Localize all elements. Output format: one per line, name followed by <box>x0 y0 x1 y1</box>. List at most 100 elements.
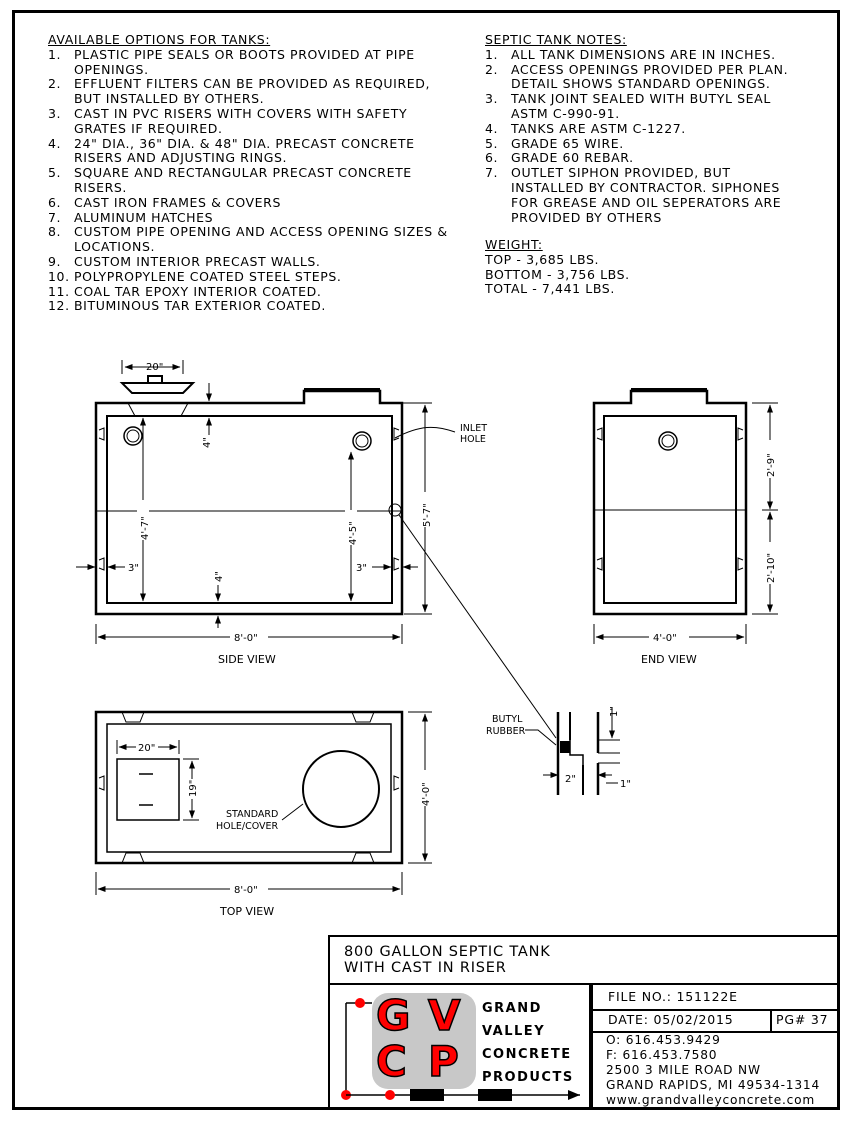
side-cover-handle <box>147 375 163 384</box>
side-tank-outline <box>94 389 404 616</box>
joint-butyl-rubber-block <box>560 741 570 753</box>
note-number: 4. <box>485 120 499 136</box>
note-number: 2. <box>48 76 62 92</box>
top-view-label: TOP VIEW <box>219 905 274 918</box>
note-text: TANKS ARE ASTM C-1227. <box>511 120 686 136</box>
note-text: POLYPROPYLENE COATED STEEL STEPS. <box>74 268 342 284</box>
weight-heading: WEIGHT: <box>485 237 543 252</box>
available-options-heading: AVAILABLE OPTIONS FOR TANKS: <box>48 32 271 47</box>
company-word-3: CONCRETE <box>482 1047 572 1062</box>
weight-top: TOP - 3,685 LBS. <box>485 251 600 267</box>
company-logo-block: G V C P GRAND VALLEY CONCRETE PRODUCTS <box>328 983 591 1110</box>
end-view: 2'-9" 2'-10" 4'-0" END VIEW <box>592 388 778 666</box>
note-text: 24" DIA., 36" DIA. & 48" DIA. PRECAST CO… <box>74 135 415 166</box>
side-wall-right-dim: 3" <box>356 563 367 574</box>
note-number: 5. <box>485 135 499 151</box>
note-number: 5. <box>48 165 62 181</box>
note-number: 8. <box>48 224 62 240</box>
note-item: 9.CUSTOM INTERIOR PRECAST WALLS. <box>48 253 448 270</box>
top-cover-label-line2: HOLE/COVER <box>216 821 279 832</box>
note-number: 6. <box>48 194 62 210</box>
note-text: GRADE 60 REBAR. <box>511 150 634 166</box>
joint-rubber-label: RUBBER <box>486 726 526 737</box>
top-cover-label-line1: STANDARD <box>226 809 278 820</box>
note-number: 1. <box>48 46 62 62</box>
available-options-notes: AVAILABLE OPTIONS FOR TANKS: 1. PLASTIC P… <box>48 32 448 314</box>
note-text: BITUMINOUS TAR EXTERIOR COATED. <box>74 298 326 314</box>
note-text: TANK JOINT SEALED WITH BUTYL SEAL ASTM C… <box>511 91 771 121</box>
side-top-thickness-dim: 4" <box>202 437 213 448</box>
note-number: 7. <box>485 165 499 181</box>
note-text: ALUMINUM HATCHES <box>74 209 214 225</box>
note-number: 10. <box>48 268 70 284</box>
side-inner-height-right-dim: 4'-5" <box>348 521 359 545</box>
note-text: ACCESS OPENINGS PROVIDED PER PLAN. DETAI… <box>511 61 789 92</box>
date-cell: DATE: 05/02/2015 <box>592 1009 772 1033</box>
end-width-dim: 4'-0" <box>653 633 677 644</box>
note-text: OUTLET SIPHON PROVIDED, BUT INSTALLED BY… <box>511 165 782 225</box>
office-phone: O: 616.453.9429 <box>606 1033 721 1047</box>
side-length-dim: 8'-0" <box>234 633 258 644</box>
note-item: 3. TANK JOINT SEALED WITH BUTYL SEAL ASTM… <box>485 91 805 122</box>
joint-top-dim: 1" <box>609 706 620 717</box>
top-tank-outline <box>94 710 404 865</box>
note-item: 5. GRADE 65 WIRE. <box>485 135 805 152</box>
end-pipe-hole <box>658 431 678 451</box>
joint-bottom-dim: 1" <box>620 779 631 790</box>
note-number: 12. <box>48 298 70 314</box>
file-number-cell: FILE NO.: 151122E <box>592 985 840 1011</box>
note-item: 1. PLASTIC PIPE SEALS OR BOOTS PROVIDED A… <box>48 46 448 78</box>
top-round-cover <box>302 750 380 828</box>
joint-detail: BUTYL RUBBER 2" 1" 1" <box>486 706 631 795</box>
company-word-4: PRODUCTS <box>482 1070 574 1085</box>
end-lower-height-dim: 2'-10" <box>766 553 777 583</box>
note-number: 4. <box>48 135 62 151</box>
logo-letter-c: C <box>375 1036 407 1087</box>
septic-notes-heading: SEPTIC TANK NOTES: <box>485 32 627 47</box>
note-number: 6. <box>485 150 499 166</box>
top-hatch-width-dim: 20" <box>138 743 155 754</box>
side-inlet-label-line2: HOLE <box>460 434 486 445</box>
end-tank-outline <box>592 389 748 616</box>
septic-tank-notes: SEPTIC TANK NOTES: 1.ALL TANK DIMENSIONS… <box>485 32 805 225</box>
top-square-hatch <box>116 758 180 821</box>
joint-butyl-label: BUTYL <box>492 714 523 725</box>
note-text: GRADE 65 WIRE. <box>511 135 624 151</box>
top-width-dim: 4'-0" <box>421 782 432 806</box>
weight-total: TOTAL - 7,441 LBS. <box>485 281 615 297</box>
side-bottom-thickness-dim: 4" <box>214 571 225 582</box>
top-view: 20" 19" STANDARD HOLE/COVER 4'-0" 8'-0" … <box>94 710 432 918</box>
note-item: 11.COAL TAR EPOXY INTERIOR COATED. <box>48 283 448 300</box>
logo-letter-p: P <box>427 1036 459 1087</box>
note-text: CUSTOM INTERIOR PRECAST WALLS. <box>74 253 321 269</box>
note-text: CAST IN PVC RISERS WITH COVERS WITH SAFE… <box>74 105 408 136</box>
note-text: CAST IRON FRAMES & COVERS <box>74 194 282 210</box>
note-item: 2.ACCESS OPENINGS PROVIDED PER PLAN. DET… <box>485 61 805 93</box>
top-length-dim: 8'-0" <box>234 885 258 896</box>
note-item: 6. CAST IRON FRAMES & COVERS <box>48 194 448 211</box>
end-tank-inner <box>603 415 737 604</box>
end-view-label: END VIEW <box>641 653 697 666</box>
file-number: FILE NO.: 151122E <box>608 989 738 1004</box>
website-link[interactable]: www.grandvalleyconcrete.com <box>606 1093 816 1107</box>
page-cell: PG# 37 <box>770 1009 840 1033</box>
note-item: 4. TANKS ARE ASTM C-1227. <box>485 120 805 137</box>
side-view-label: SIDE VIEW <box>218 653 276 666</box>
title-block-title: 800 GALLON SEPTIC TANK WITH CAST IN RISE… <box>328 935 840 985</box>
side-cover-lid <box>119 382 196 394</box>
note-text: CUSTOM PIPE OPENING AND ACCESS OPENING S… <box>74 224 448 255</box>
side-wall-left-dim: 3" <box>128 563 139 574</box>
side-inlet-label-line1: INLET <box>460 423 487 434</box>
page-number: PG# 37 <box>776 1012 829 1027</box>
note-item: 4. 24" DIA., 36" DIA. & 48" DIA. PRECAST … <box>48 135 448 167</box>
drawing-title-line2: WITH CAST IN RISER <box>344 960 507 976</box>
weight-bottom: BOTTOM - 3,756 LBS. <box>485 266 630 282</box>
note-number: 3. <box>485 91 499 107</box>
top-hatch-height-dim: 19" <box>188 780 199 797</box>
note-number: 1. <box>485 46 499 62</box>
note-number: 11. <box>48 283 70 299</box>
side-outlet-pipe-right <box>352 431 372 451</box>
side-riser-width-dim: 20" <box>146 362 163 373</box>
note-text: PLASTIC PIPE SEALS OR BOOTS PROVIDED AT … <box>74 46 415 77</box>
note-item: 10.POLYPROPYLENE COATED STEEL STEPS. <box>48 268 448 285</box>
